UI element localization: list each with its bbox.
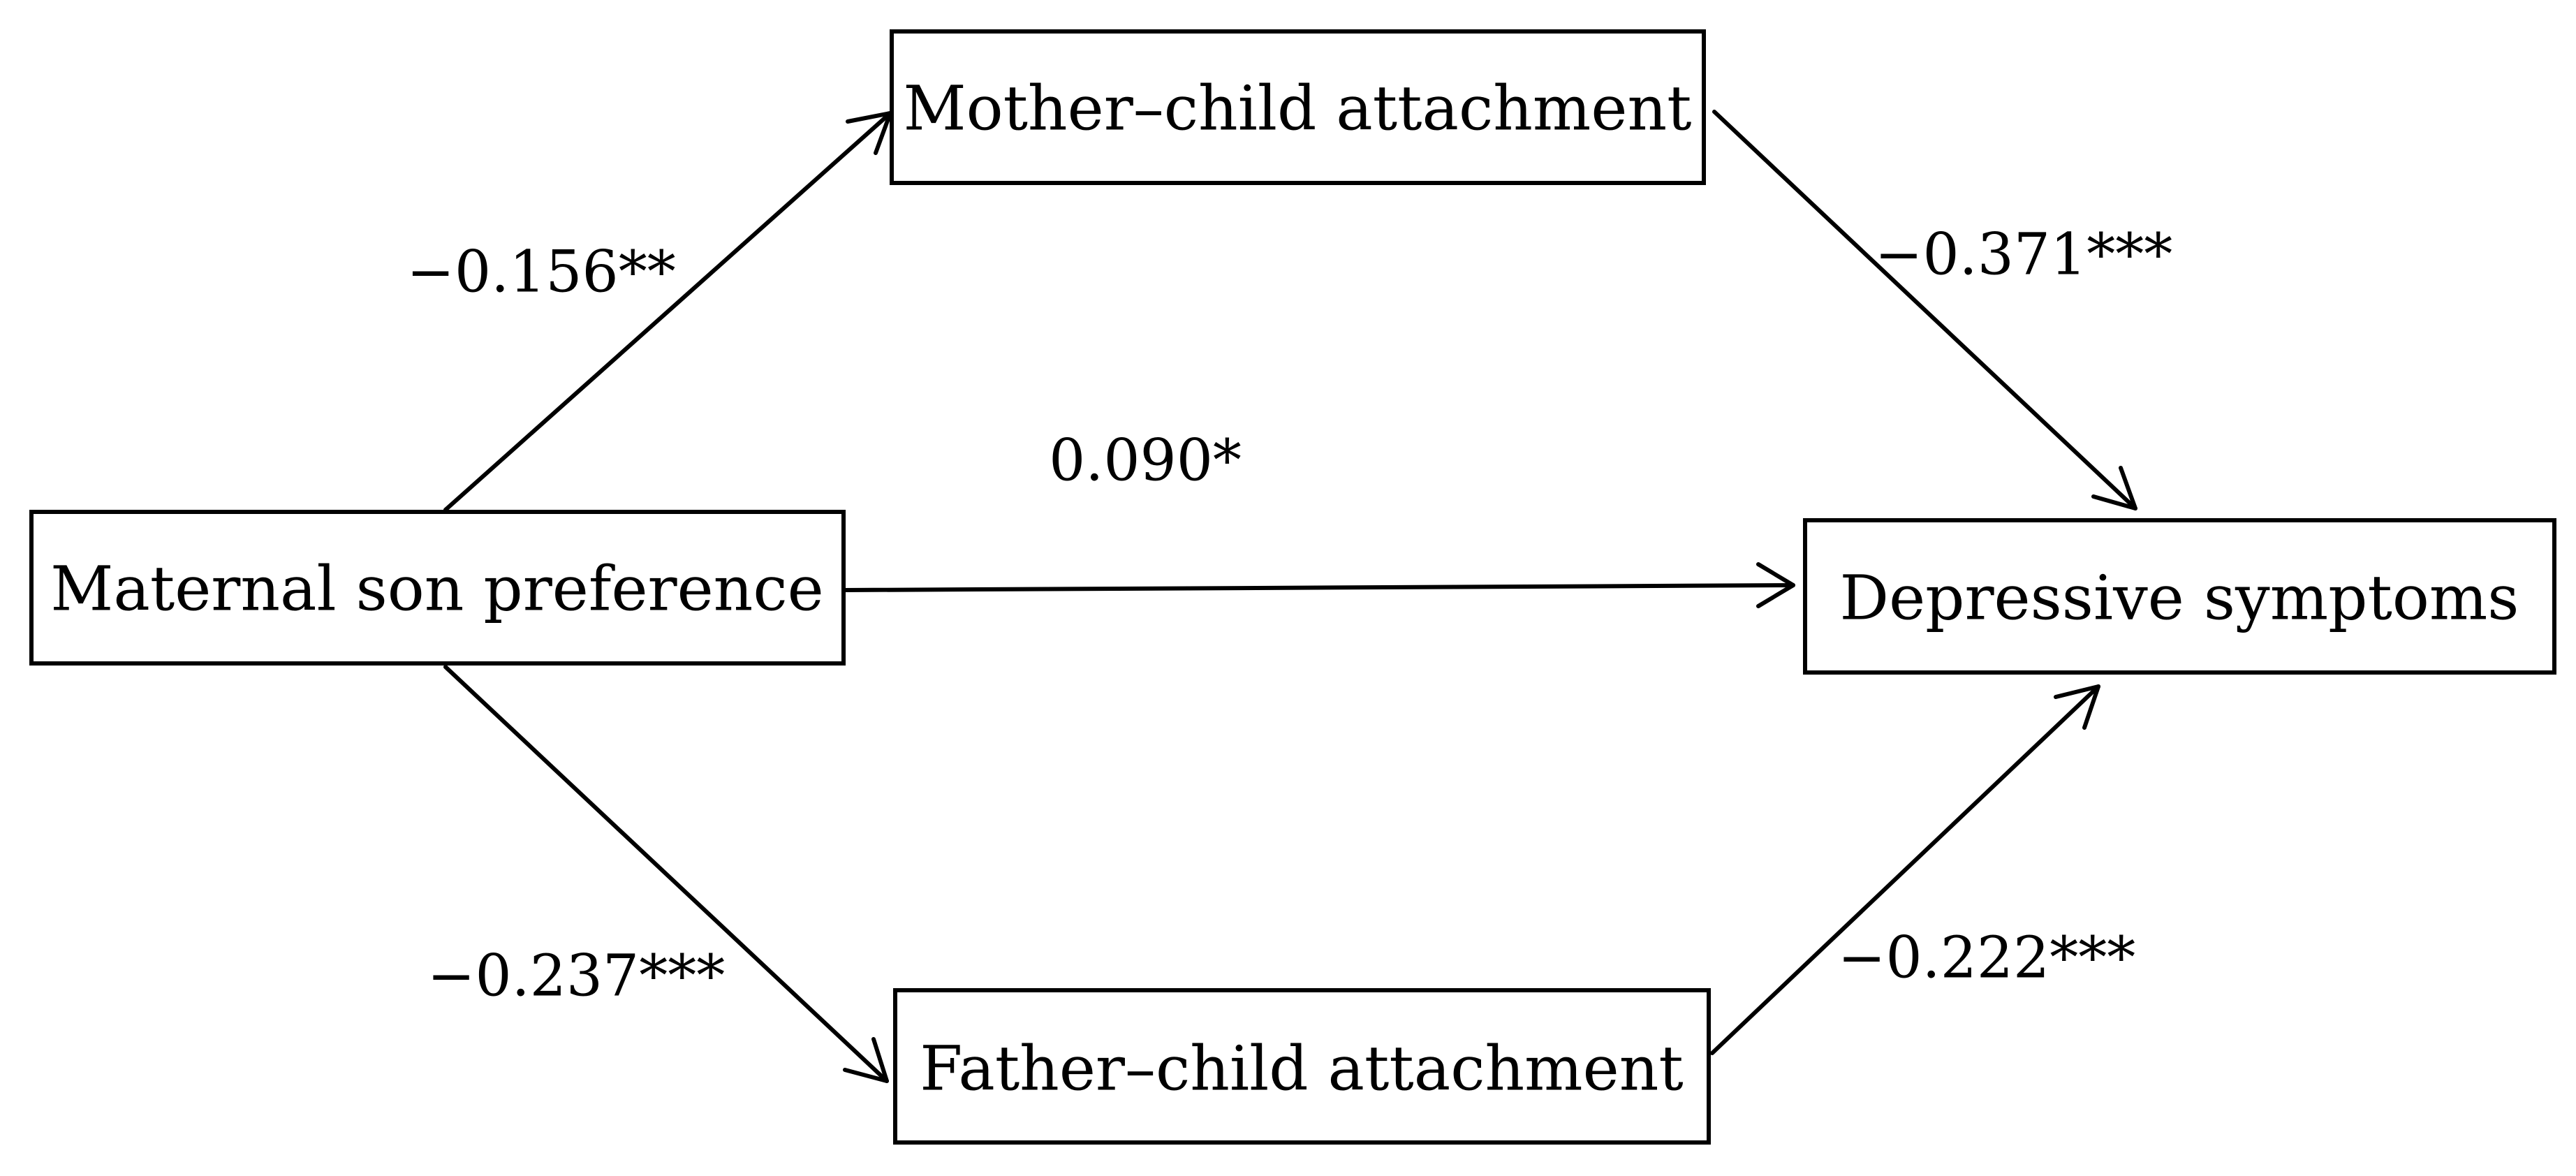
edge-line [1712, 110, 2137, 510]
edge-mother-to-depression [1712, 110, 2137, 510]
node-label: Mother–child attachment [903, 73, 1691, 145]
coefficient-preference-to-mother: −0.156** [406, 240, 675, 306]
node-depressive-symptoms: Depressive symptoms [1803, 518, 2556, 675]
arrowhead [1756, 562, 1795, 608]
node-box [893, 988, 1711, 1145]
node-box [1803, 518, 2556, 675]
edge-preference-to-mother [443, 111, 892, 512]
edge-line [443, 665, 889, 1083]
node-mother-child-attachment: Mother–child attachment [890, 29, 1706, 185]
edge-line [1710, 684, 2100, 1055]
edge-preference-to-depression [843, 562, 1795, 608]
arrowhead [846, 111, 892, 155]
node-label: Depressive symptoms [1840, 562, 2519, 634]
coefficient-preference-to-father: −0.237*** [427, 943, 725, 1010]
edge-line [843, 583, 1795, 592]
arrowhead [2091, 466, 2137, 510]
edge-father-to-depression [1710, 684, 2100, 1055]
edge-preference-to-father [443, 665, 889, 1083]
coefficient-mother-to-depression: −0.371*** [1875, 222, 2172, 288]
node-label: Maternal son preference [50, 553, 823, 625]
node-box [29, 510, 846, 666]
node-father-child-attachment: Father–child attachment [893, 988, 1711, 1145]
arrowhead [843, 1037, 889, 1083]
coefficient-preference-to-depression: 0.090* [1049, 428, 1242, 494]
coefficient-father-to-depression: −0.222*** [1838, 925, 2135, 992]
edge-line [443, 111, 892, 512]
arrowhead [2054, 684, 2100, 730]
node-label: Father–child attachment [920, 1033, 1683, 1105]
node-maternal-son-preference: Maternal son preference [29, 510, 846, 666]
node-box [890, 29, 1706, 185]
